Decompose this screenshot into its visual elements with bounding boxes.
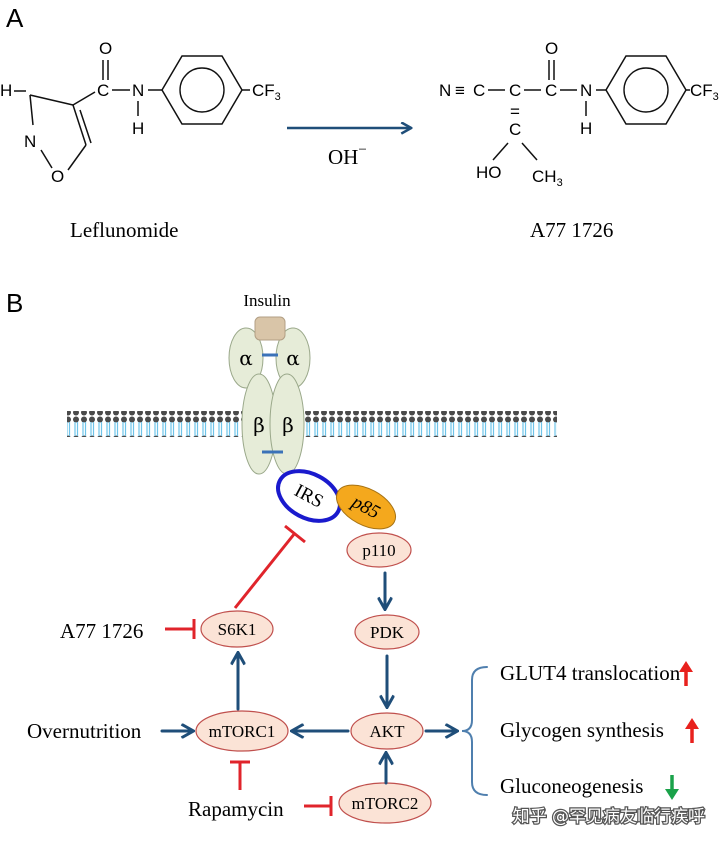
vinyl-c-label: C — [509, 120, 521, 139]
outcome-down-arrow-icon — [665, 775, 679, 800]
mtorc2-node: mTORC2 — [338, 782, 432, 824]
insulin-molecule — [254, 316, 286, 341]
overnutrition-label: Overnutrition — [27, 719, 142, 743]
amide-o-label: O — [545, 39, 558, 58]
mtorc1-node: mTORC1 — [195, 710, 289, 752]
amide-c-label: C — [545, 81, 557, 100]
watermark: 知乎 @罕见病友临行疾呼 — [511, 806, 706, 829]
cell-membrane — [67, 411, 557, 437]
signaling-arrows — [160, 571, 488, 796]
atom-h-label: H — [0, 81, 12, 100]
panel-b-label: B — [6, 288, 23, 318]
cf3-label-2: CF3 — [690, 81, 719, 103]
amide-n-label: N — [132, 81, 144, 100]
leflunomide-structure: H N O C O N H CF3 — [0, 39, 281, 186]
a77-1726-structure: N ≡ C C C O N H CF3 = C HO CH3 — [439, 39, 719, 189]
nitrile-n-label: N — [439, 81, 451, 100]
inhibit-s6k1-irs-bar — [284, 524, 306, 544]
carbonyl-c-label: C — [97, 81, 109, 100]
akt-node: AKT — [350, 712, 424, 750]
irs-node: IRS — [276, 469, 342, 523]
outcome-list: GLUT4 translocation Glycogen synthesis G… — [500, 661, 681, 798]
s6k1-node: S6K1 — [200, 610, 274, 648]
nitrile-c-label: C — [473, 81, 485, 100]
mtorc1-label: mTORC1 — [209, 722, 276, 741]
alpha-c-label: C — [509, 81, 521, 100]
alpha-right-label: α — [286, 346, 300, 370]
pdk-label: PDK — [370, 623, 405, 642]
outcome-gluconeogenesis-label: Gluconeogenesis — [500, 774, 643, 798]
a77-1726-inhibitor-label: A77 1726 — [60, 619, 143, 643]
amide-h2-label: H — [580, 119, 592, 138]
outcome-up-arrow-icon — [679, 661, 693, 686]
p110-label: p110 — [362, 541, 395, 560]
methyl-label: CH3 — [532, 167, 563, 189]
cf3-label-1: CF3 — [252, 81, 281, 103]
amide-h-label: H — [132, 119, 144, 138]
mtorc2-label: mTORC2 — [352, 794, 419, 813]
inhibition-bars — [165, 524, 333, 816]
rapamycin-label: Rapamycin — [188, 797, 284, 821]
beta-right-label: β — [282, 413, 294, 437]
insulin-label: Insulin — [243, 291, 291, 310]
amide-n2-label: N — [580, 81, 592, 100]
panel-a-label: A — [6, 3, 24, 33]
insulin-receptor: α α β β — [228, 316, 311, 475]
leflunomide-label: Leflunomide — [70, 218, 178, 242]
watermark-text: 知乎 @罕见病友临行疾呼 — [513, 807, 705, 827]
triple-bond-glyph: ≡ — [455, 81, 465, 100]
a77-1726-label: A77 1726 — [530, 218, 613, 242]
p110-node: p110 — [346, 532, 412, 568]
isoxazole-n-label: N — [24, 132, 36, 151]
outcomes-bracket — [461, 666, 488, 796]
outcome-glut4-label: GLUT4 translocation — [500, 661, 681, 685]
inhibit-s6k1-irs — [233, 532, 297, 609]
hydroxyl-label: HO — [476, 163, 502, 182]
alpha-left-label: α — [239, 346, 253, 370]
outcome-glycogen-label: Glycogen synthesis — [500, 718, 664, 742]
reagent-label: OH− — [328, 142, 367, 169]
akt-label: AKT — [370, 722, 406, 741]
double-bond-glyph: = — [510, 102, 520, 121]
isoxazole-o-label: O — [51, 167, 64, 186]
beta-left-label: β — [253, 413, 265, 437]
p85-node: p85 — [336, 484, 396, 530]
outcome-arrows — [665, 661, 699, 800]
pdk-node: PDK — [354, 614, 420, 650]
s6k1-label: S6K1 — [218, 620, 257, 639]
outcome-up-arrow-icon — [685, 718, 699, 743]
carbonyl-o-label: O — [99, 39, 112, 58]
